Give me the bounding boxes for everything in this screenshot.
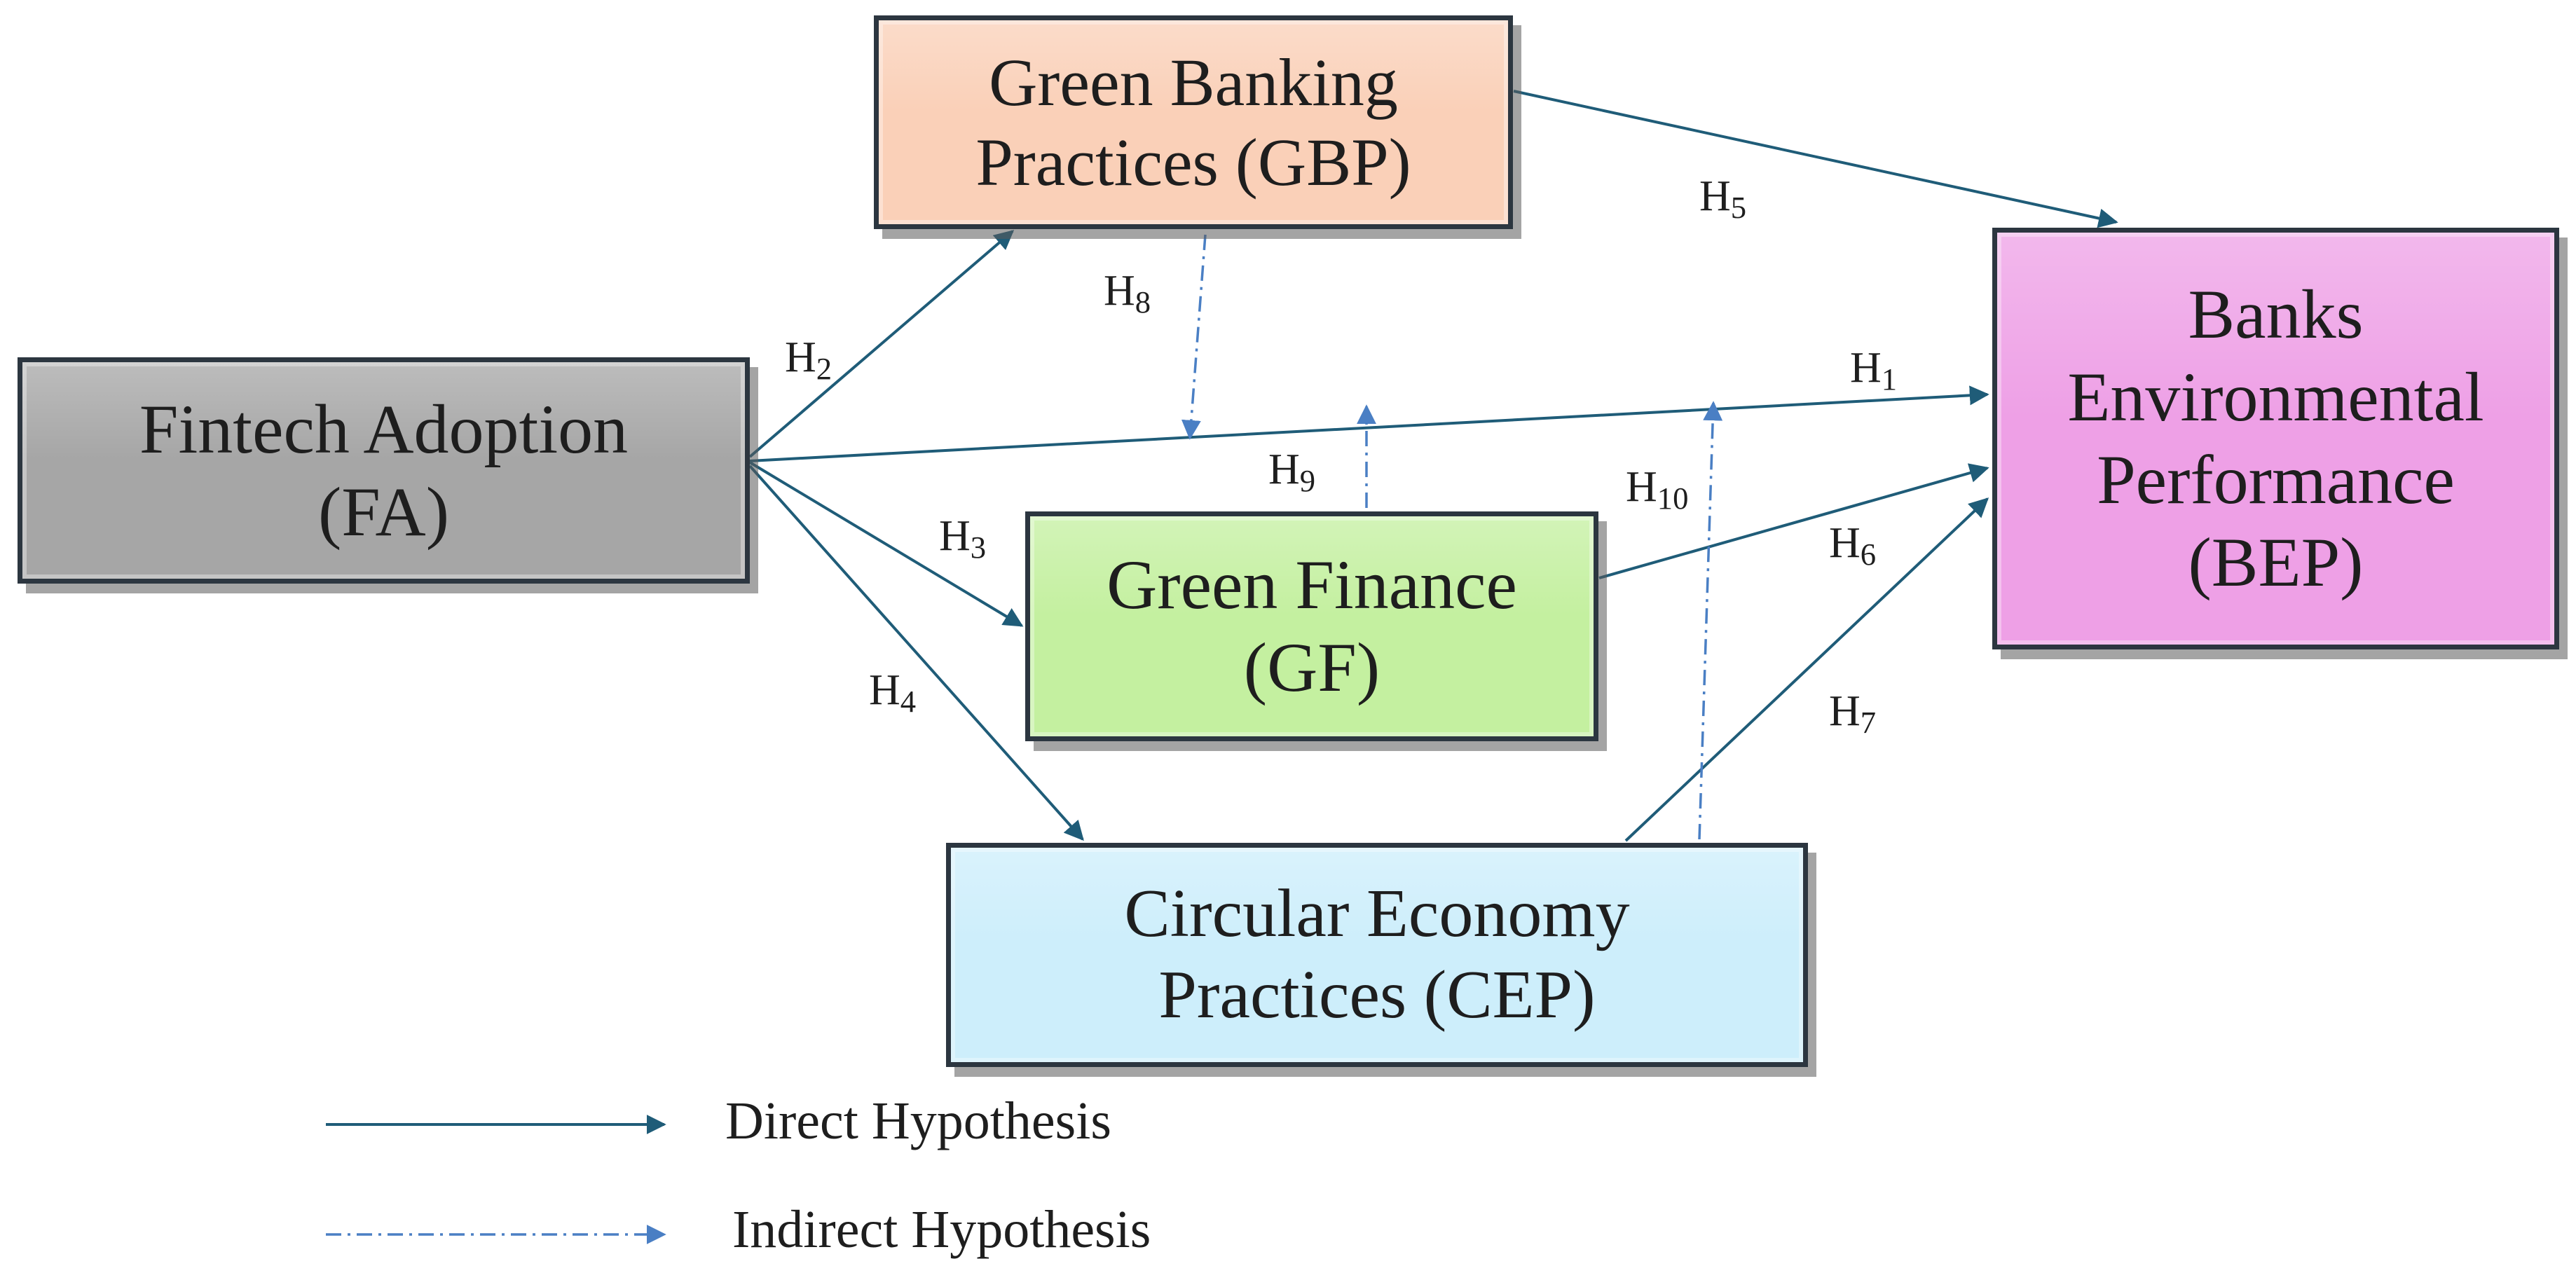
construct-label-gf-line1: Green Finance [1107,546,1517,624]
arrow-h7-cep-to-bep [1624,497,1989,842]
arrow-h4-fa-to-cep [748,464,1084,841]
hypothesis-label-h7: H7 [1829,687,1877,741]
arrow-h3-fa-to-gf [748,461,1024,627]
construct-label-bep-line4: (BEP) [2188,523,2364,601]
hypothesis-label-h8: H8 [1104,267,1151,320]
arrow-h5-gbp-to-bep [1513,90,2118,228]
construct-label-bep-line1: Banks [2188,275,2364,353]
hypothesis-label-h10: H10 [1626,463,1689,516]
construct-label-fa-line2: (FA) [317,472,449,551]
legend-direct-label: Direct Hypothesis [725,1092,1111,1150]
arrow-h2-fa-to-gbp [748,230,1015,458]
hypothesis-label-h6: H6 [1829,519,1877,572]
construct-box-gbp: Green Banking Practices (GBP) [874,15,1513,229]
arrow-h8-gbp-to-fa-gf-path [1181,234,1207,440]
hypothesis-label-h9: H9 [1268,446,1316,499]
legend-indirect-label: Indirect Hypothesis [732,1200,1151,1259]
construct-label-cep-line1: Circular Economy [1124,876,1630,952]
arrow-h1-fa-to-bep [749,385,1989,462]
arrow-h10-cep-to-fa-bep-path [1698,401,1723,840]
construct-box-cep: Circular Economy Practices (CEP) [946,843,1808,1067]
construct-box-fa: Fintech Adoption (FA) [18,357,750,584]
hypothesis-label-h2: H2 [785,333,833,387]
construct-label-cep-line2: Practices (CEP) [1158,957,1596,1033]
hypothesis-label-h4: H4 [869,666,917,720]
construct-box-bep: Banks Environmental Performance (BEP) [1992,228,2559,649]
construct-label-gf-line2: (GF) [1243,628,1381,706]
construct-label-bep-line3: Performance [2097,441,2455,518]
construct-label-bep-line2: Environmental [2067,358,2484,436]
construct-box-gf: Green Finance (GF) [1025,511,1598,741]
construct-label-gbp-line1: Green Banking [989,45,1398,121]
construct-label-fa-line1: Fintech Adoption [139,390,629,468]
arrow-h6-gf-to-bep [1598,463,1989,579]
hypothesis-label-h3: H3 [939,512,987,565]
hypothesis-label-h1: H1 [1850,344,1898,397]
construct-label-gbp-line2: Practices (GBP) [975,124,1411,200]
hypothesis-label-h5: H5 [1699,172,1747,226]
